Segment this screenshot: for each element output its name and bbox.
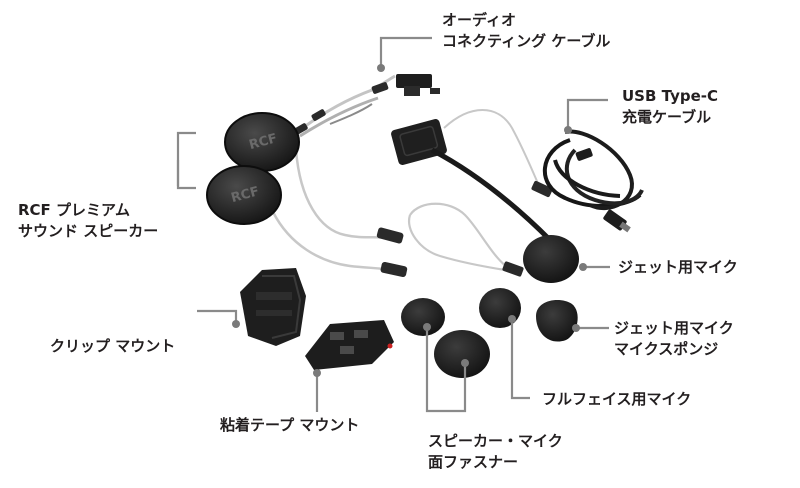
audio-cable-label-line2: コネクティング ケーブル xyxy=(442,32,611,50)
speaker-label: RCF プレミアム サウンド スピーカー xyxy=(18,200,158,242)
clip-mount xyxy=(240,268,306,346)
fullface-mic-cable xyxy=(407,202,524,277)
leader-dots xyxy=(232,64,587,377)
velcro-label: スピーカー・マイク 面ファスナー xyxy=(428,431,563,473)
fullface-mic-label-line1: フルフェイス用マイク xyxy=(542,390,692,408)
velcro-label-line1: スピーカー・マイク xyxy=(428,432,563,450)
jet-mic-sponge-label: ジェット用マイク マイクスポンジ xyxy=(614,318,734,360)
speaker-pair: RCF RCF xyxy=(206,112,408,278)
speaker-label-line1: RCF プレミアム xyxy=(18,201,130,219)
audio-connecting-cable xyxy=(291,74,440,138)
usb-type-c-cable xyxy=(543,129,644,233)
jet-mic-label-line1: ジェット用マイク xyxy=(618,258,738,276)
clip-mount-label-line1: クリップ マウント xyxy=(50,337,176,355)
usb-cable-label-line2: 充電ケーブル xyxy=(622,108,712,126)
usb-cable-label: USB Type-C 充電ケーブル xyxy=(622,86,718,128)
jet-mic-sponge-label-line1: ジェット用マイク xyxy=(614,319,734,337)
jet-mic-sponge xyxy=(536,300,578,342)
adhesive-mount-label-line1: 粘着テープ マウント xyxy=(220,416,360,434)
velcro-label-line2: 面ファスナー xyxy=(428,453,519,471)
fullface-mic-label: フルフェイス用マイク xyxy=(542,389,691,410)
leader-lines xyxy=(176,36,610,413)
jet-mic-label: ジェット用マイク xyxy=(618,257,738,278)
audio-cable-label: オーディオ コネクティング ケーブル xyxy=(442,10,610,52)
jet-boom-microphone xyxy=(391,109,579,283)
adhesive-tape-mount xyxy=(305,320,394,370)
jet-mic-sponge-label-line2: マイクスポンジ xyxy=(614,340,719,358)
usb-cable-label-line1: USB Type-C xyxy=(622,87,719,105)
fullface-mic-foam xyxy=(479,288,521,328)
clip-mount-label: クリップ マウント xyxy=(50,336,175,357)
speaker-label-line2: サウンド スピーカー xyxy=(18,222,159,240)
audio-cable-label-line1: オーディオ xyxy=(442,11,516,29)
adhesive-mount-label: 粘着テープ マウント xyxy=(220,415,359,436)
speaker-logo-bottom: RCF xyxy=(229,184,260,206)
velcro-pads xyxy=(401,298,490,378)
speaker-logo-top: RCF xyxy=(247,131,278,153)
